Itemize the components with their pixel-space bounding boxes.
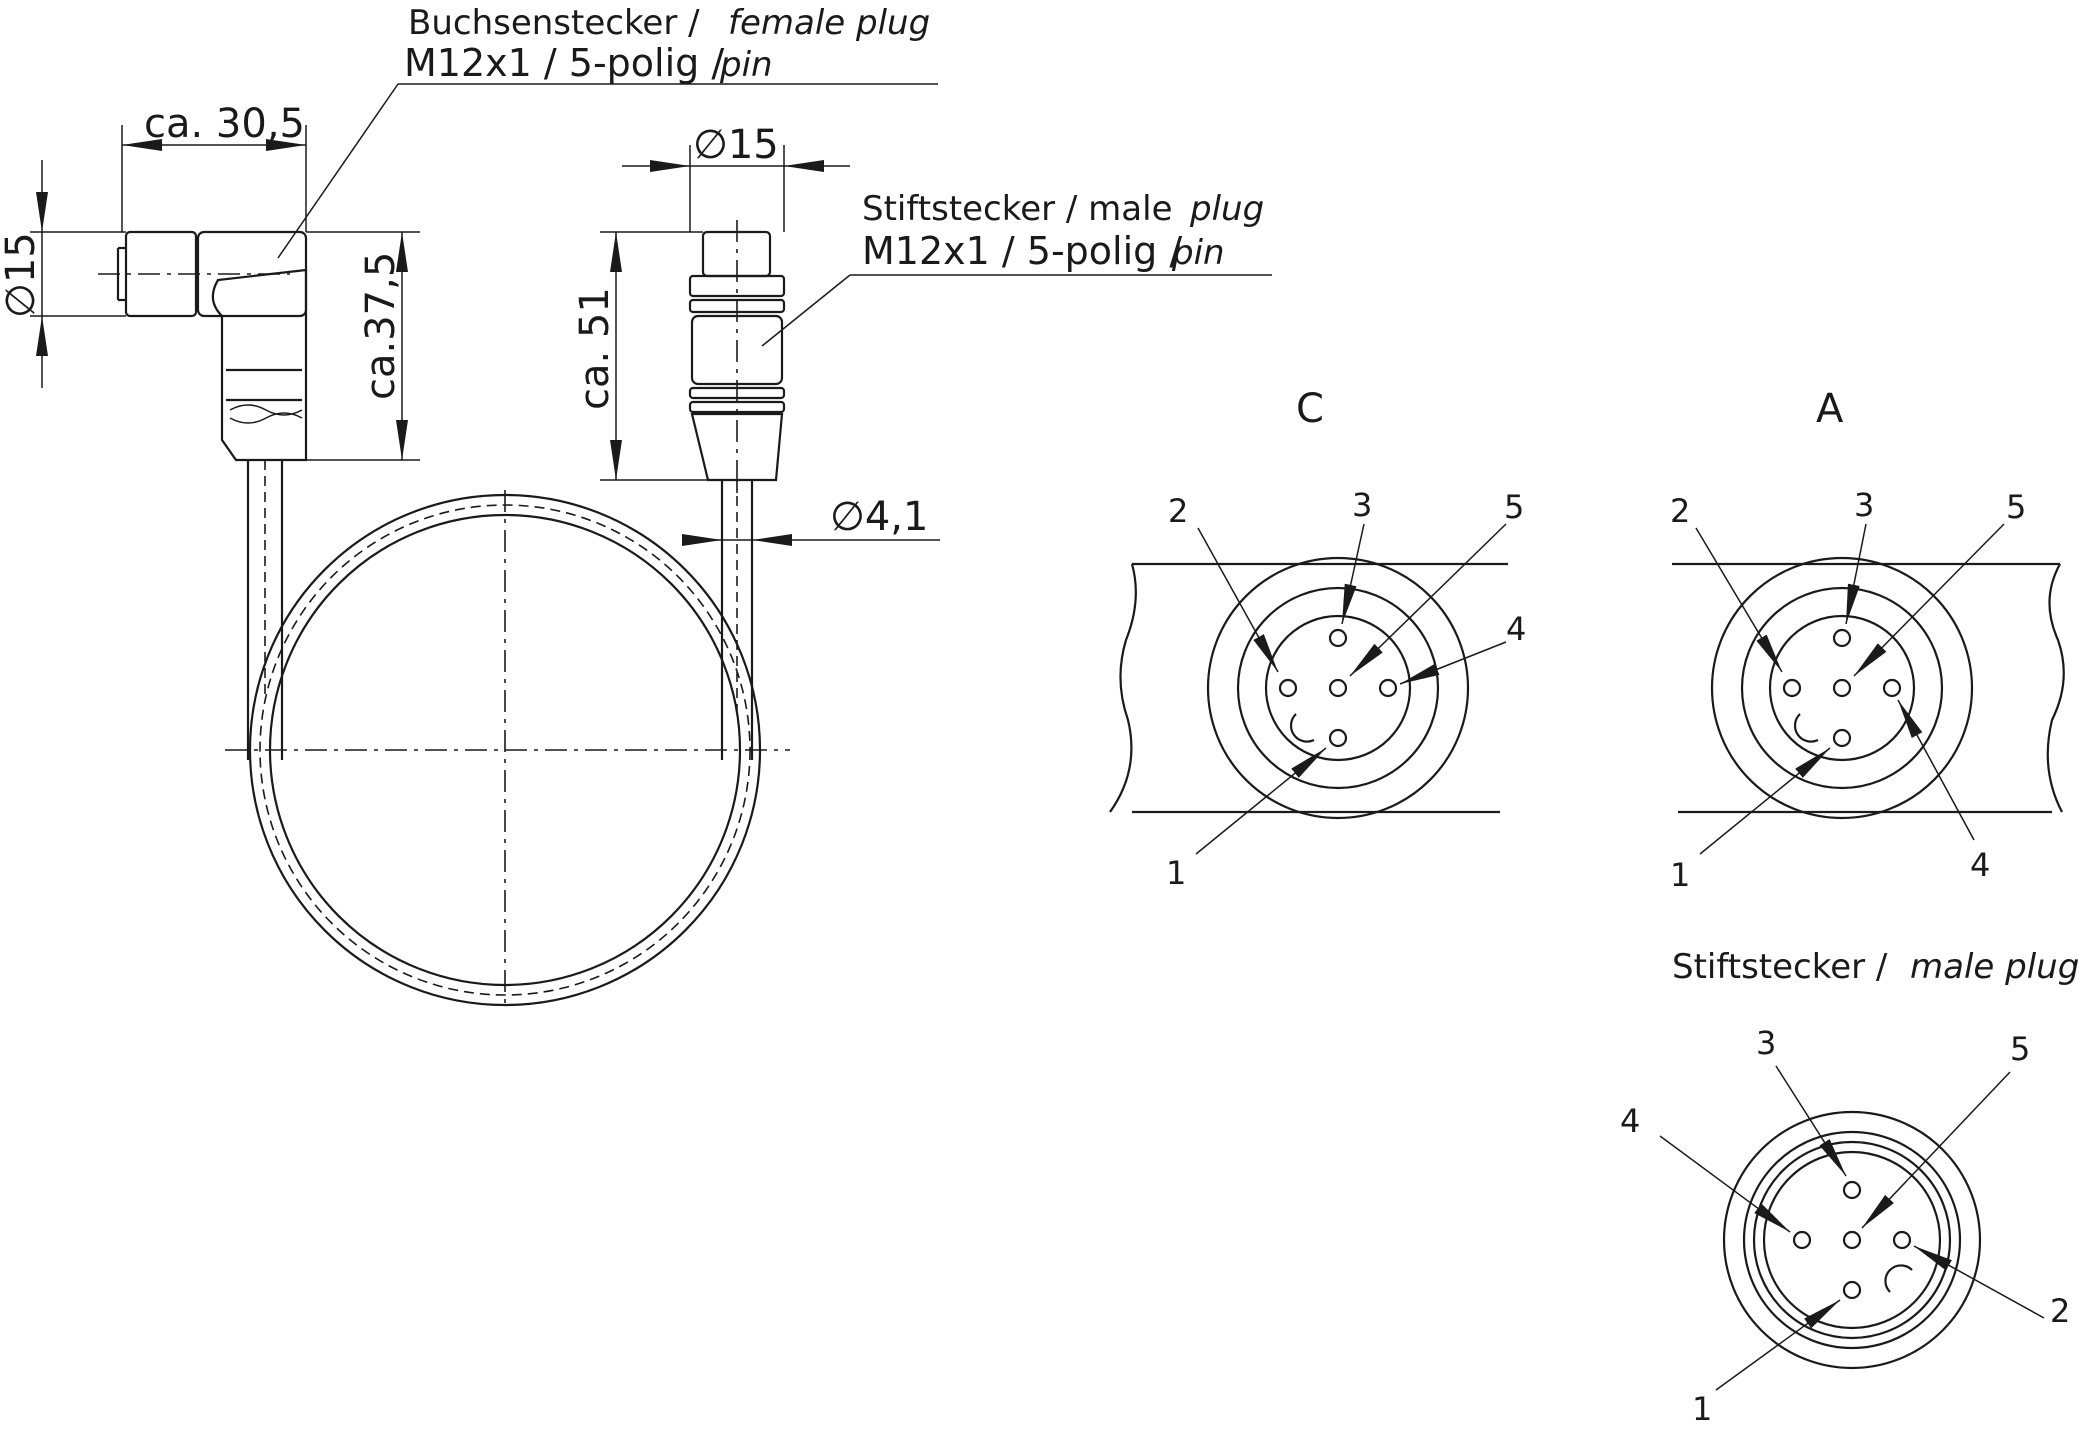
male-plug-drawing: [688, 220, 786, 760]
dim-width-female: ca. 30,5: [144, 101, 305, 147]
male-face-view: [1659, 1065, 2045, 1391]
view-c-pin-3: 3: [1352, 486, 1372, 524]
dim-height-female: ca.37,5: [358, 252, 404, 400]
view-c-pin-1: 1: [1166, 854, 1186, 892]
view-a-pin-3: 3: [1854, 486, 1874, 524]
view-a-pin-4: 4: [1970, 846, 1990, 884]
male-view-pin-4: 4: [1620, 1102, 1640, 1140]
view-a-female-face: [1672, 523, 2065, 855]
male-view-label-de: Stiftstecker /: [1672, 947, 1888, 987]
dim-height-male: ca. 51: [572, 287, 618, 410]
male-view-pin-3: 3: [1756, 1024, 1776, 1062]
female-plug-label-en: female plug: [728, 3, 930, 43]
view-a-pin-5: 5: [2006, 488, 2026, 526]
female-plug-spec-pin: pin: [719, 45, 773, 85]
cable-coil: [225, 490, 790, 1010]
male-plug-label-en: plug: [1189, 189, 1264, 229]
male-plug-spec-pin: pin: [1171, 233, 1225, 273]
dim-dia-female: ∅15: [0, 232, 44, 318]
view-c-female-face: [1109, 523, 1508, 855]
female-plug-drawing: [98, 230, 308, 760]
view-a-title: A: [1816, 386, 1844, 432]
view-c-pin-2: 2: [1168, 492, 1188, 530]
view-a-pin-2: 2: [1670, 492, 1690, 530]
view-a-pin-1: 1: [1670, 856, 1690, 894]
male-plug-spec: M12x1 / 5-polig /: [862, 229, 1182, 273]
female-plug-label-de: Buchsenstecker /: [408, 3, 700, 43]
female-plug-spec: M12x1 / 5-polig /: [404, 41, 724, 85]
view-c-pin-4: 4: [1506, 610, 1526, 648]
male-view-pin-1: 1: [1692, 1390, 1712, 1428]
dimension-lines: [30, 83, 1272, 546]
male-view-pin-2: 2: [2050, 1292, 2070, 1330]
dim-dia-male: ∅15: [693, 122, 779, 168]
male-view-label-en: male plug: [1910, 947, 2078, 987]
male-plug-label-de: Stiftstecker / male: [862, 189, 1172, 229]
view-c-pin-5: 5: [1504, 488, 1524, 526]
dim-dia-cable: ∅4,1: [830, 494, 928, 540]
view-c-title: C: [1296, 386, 1324, 432]
male-view-pin-5: 5: [2010, 1030, 2030, 1068]
